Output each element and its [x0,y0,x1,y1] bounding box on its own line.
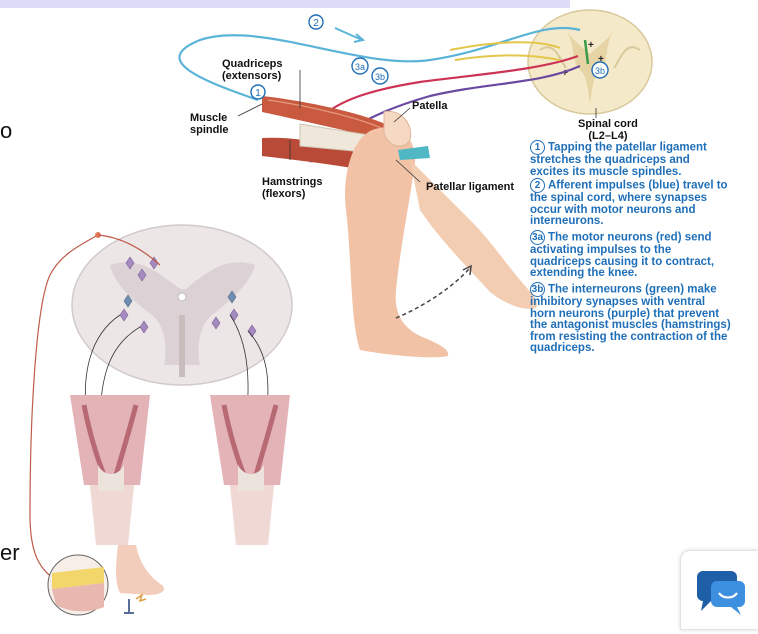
afferent-arrow-2 [334,27,363,41]
quadriceps-muscle [262,96,396,140]
sensory-fiber-red [29,234,99,584]
spinal-cord-label: Spinal cord (L2–L4) [578,118,638,142]
quadriceps-label: Quadriceps (extensors) [222,58,283,82]
left-edge-text-bottom: er [0,540,20,565]
spinal-cord-cross-section: + + + [527,9,653,115]
foot [116,545,165,595]
left-edge-text-top: o [0,118,13,143]
afferent-fiber-blue [178,26,581,102]
interneuron-fiber-green [583,39,590,65]
top-highlight-bar [0,0,570,8]
tack-icon [124,599,134,614]
marker-3a-text: 3a [355,62,365,72]
chat-widget-button[interactable] [680,550,758,630]
lower-spinal-cord-section [71,224,293,386]
marker-2-text: 2 [313,18,319,29]
marker-3a-icon: 3a [351,57,369,75]
marker-3b-icon: 3b [371,67,389,85]
svg-text:+: + [598,54,604,65]
patellar-ligament-label: Patellar ligament [426,181,515,193]
marker-3b-spinal-text: 3b [595,66,605,76]
hamstrings-muscle [262,137,376,171]
svg-text:+: + [588,40,594,51]
kick-motion-arrow [395,267,471,319]
marker-2-icon: 2 [308,14,324,30]
muscle-spindle-label: Muscle spindle [190,112,229,136]
patella-label: Patella [412,100,448,112]
marker-3b-spinal-icon: 3b [591,61,609,79]
efferent-fiber-red [319,54,579,119]
spinal-nerve-yellow [449,41,561,61]
skin-inset-circle [47,554,109,616]
spinal-cord-legs-illustration [29,224,293,616]
marker-3b-text: 3b [375,72,385,82]
chat-bubble-icon [697,571,745,615]
marker-1-text: 1 [255,88,261,99]
hamstrings-label: Hamstrings (flexors) [262,176,323,200]
lower-leg [345,127,449,358]
knee-cap [383,110,412,147]
reflex-hammer [398,146,430,160]
svg-text:+: + [562,68,568,79]
right-leg-muscles [210,395,290,545]
swinging-leg [410,160,537,309]
left-leg-muscles [70,395,150,545]
marker-1-icon: 1 [250,84,266,100]
